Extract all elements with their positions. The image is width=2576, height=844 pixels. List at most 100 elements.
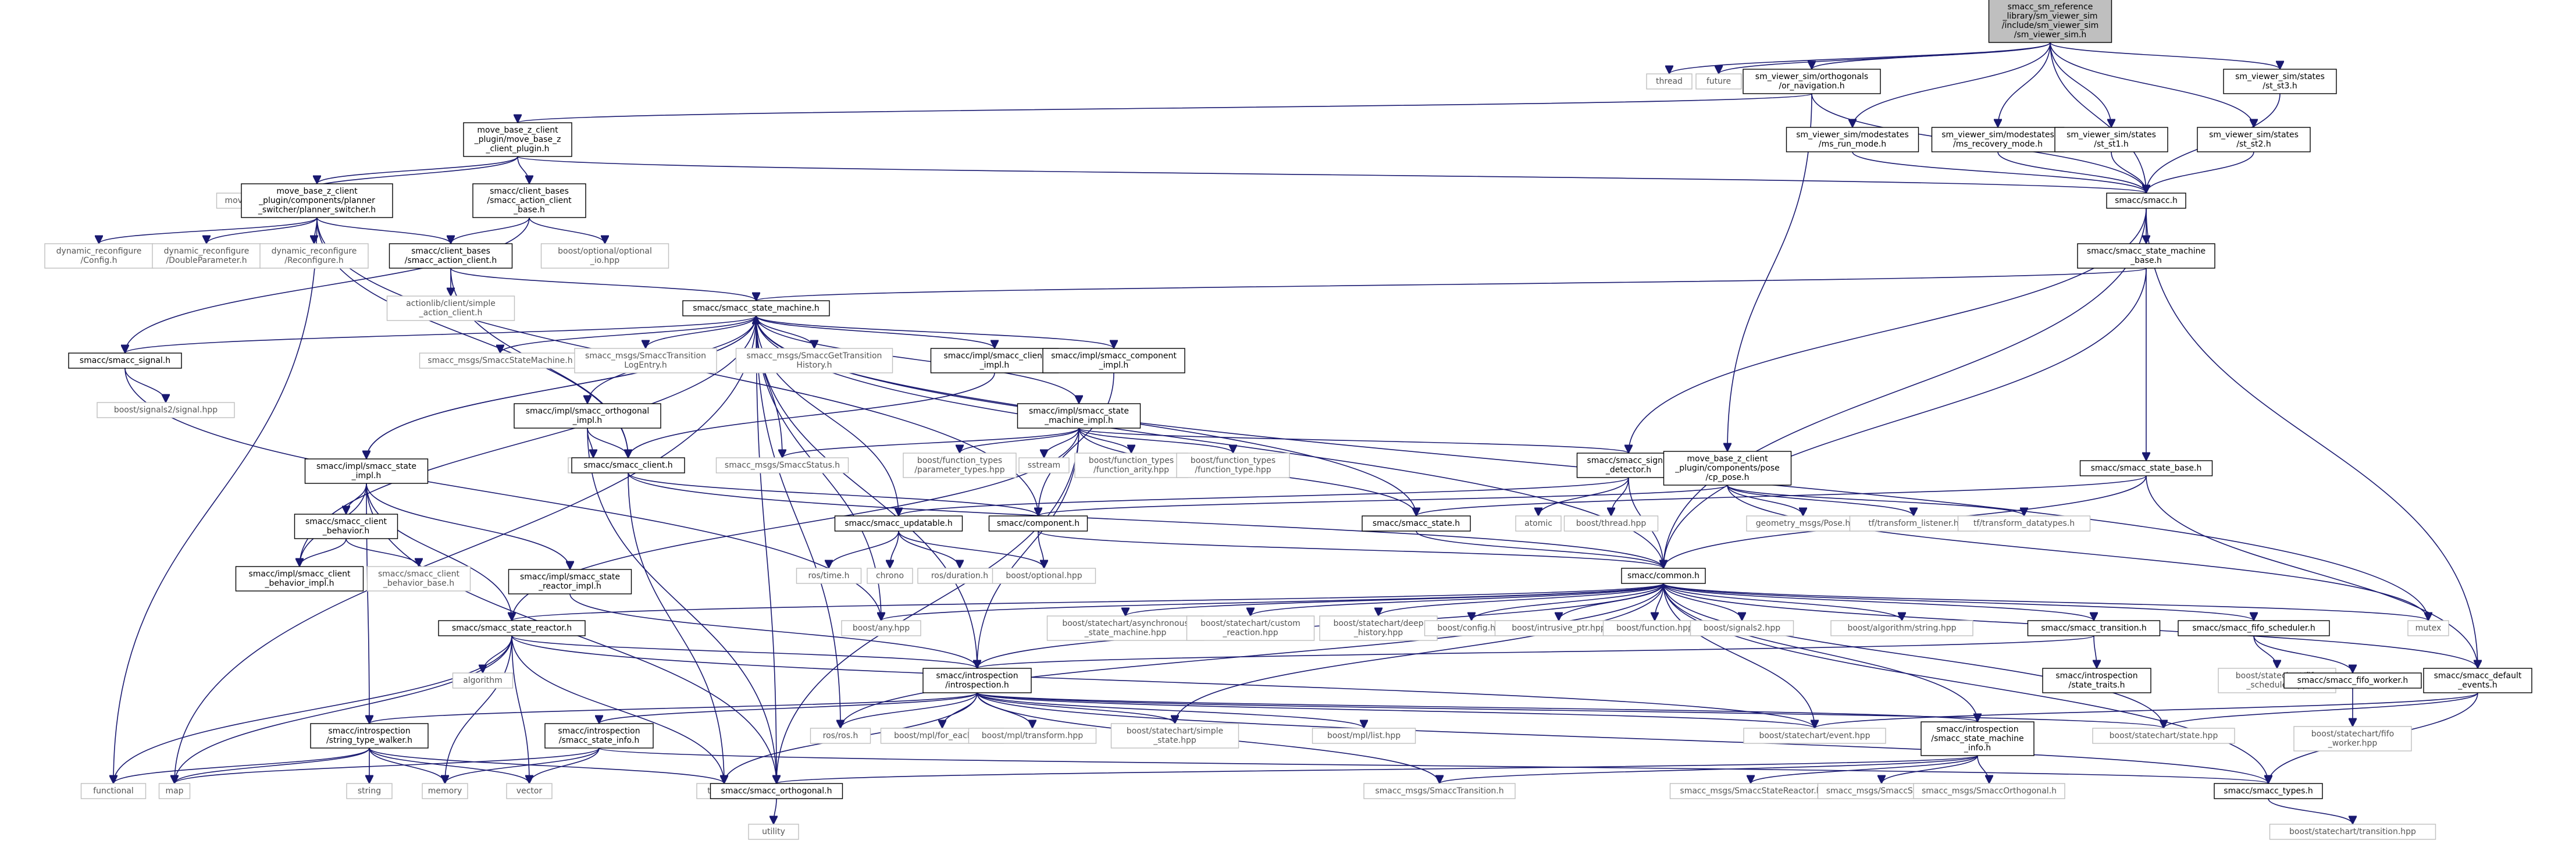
node-fifoworkerhpp[interactable]: boost/statechart/fifo_worker.hpp [2293, 726, 2412, 752]
node-statebase[interactable]: smacc/smacc_state_base.h [2079, 460, 2213, 476]
node-sstream[interactable]: sstream [1018, 457, 1070, 473]
node-thread[interactable]: thread [1646, 73, 1693, 90]
node-clientimpl[interactable]: smacc/impl/smacc_client_impl.h [930, 348, 1059, 373]
node-recmode[interactable]: sm_viewer_sim/modestates/ms_recovery_mod… [1931, 127, 2065, 152]
node-reactorimpl[interactable]: smacc/impl/smacc_state_reactor_impl.h [508, 569, 632, 594]
node-fnarity[interactable]: boost/function_types/function_arity.hpp [1074, 453, 1188, 478]
node-rosros[interactable]: ros/ros.h [810, 728, 871, 744]
node-statetraits[interactable]: smacc/introspection/state_traits.h [2042, 668, 2151, 693]
node-defevents[interactable]: smacc/smacc_default_events.h [2423, 668, 2532, 693]
node-fifosched[interactable]: smacc/smacc_fifo_scheduler.h [2178, 620, 2330, 636]
node-common[interactable]: smacc/common.h [1621, 568, 1706, 584]
node-orthimpl[interactable]: smacc/impl/smacc_orthogonal_impl.h [514, 403, 661, 429]
node-rostime[interactable]: ros/time.h [796, 568, 862, 584]
node-msgtransition[interactable]: smacc_msgs/SmaccTransition.h [1363, 783, 1516, 799]
node-algostring[interactable]: boost/algorithm/string.hpp [1830, 620, 1973, 636]
node-dyndouble[interactable]: dynamic_reconfigure/DoubleParameter.h [152, 243, 261, 269]
node-statehpp[interactable]: boost/statechart/state.hpp [2092, 728, 2235, 744]
node-signals2hpp[interactable]: boost/signals2.hpp [1690, 620, 1794, 636]
node-clientbases[interactable]: smacc/client_bases/smacc_action_client_b… [472, 183, 586, 218]
node-cppose[interactable]: move_base_z_client_plugin/components/pos… [1663, 451, 1792, 486]
node-st1[interactable]: sm_viewer_sim/states/st_st1.h [2054, 127, 2168, 152]
node-actionclient[interactable]: smacc/client_bases/smacc_action_client.h [389, 243, 513, 269]
node-mbzplugin[interactable]: move_base_z_client_plugin/move_base_z_cl… [463, 122, 572, 157]
node-boostany[interactable]: boost/any.hpp [841, 620, 921, 636]
node-root[interactable]: smacc_sm_reference_library/sm_viewer_sim… [1988, 0, 2112, 43]
node-reactor[interactable]: smacc/smacc_state_reactor.h [438, 620, 586, 636]
node-msgstatus[interactable]: smacc_msgs/SmaccStatus.h [715, 457, 849, 473]
node-future[interactable]: future [1695, 73, 1742, 90]
node-dynreconf[interactable]: dynamic_reconfigure/Reconfigure.h [259, 243, 369, 269]
node-tfdatatypes[interactable]: tf/transform_datatypes.h [1957, 515, 2091, 532]
node-fnparam[interactable]: boost/function_types/parameter_types.hpp [903, 453, 1017, 478]
node-box [1186, 615, 1315, 641]
node-memory[interactable]: memory [422, 783, 468, 799]
node-orthnav[interactable]: sm_viewer_sim/orthogonals/or_navigation.… [1743, 69, 1881, 94]
node-introspection[interactable]: smacc/introspection/introspection.h [922, 668, 1032, 693]
node-label-line: tf/transform_listener.h [1868, 519, 1958, 528]
node-runmode[interactable]: sm_viewer_sim/modestates/ms_run_mode.h [1786, 127, 1919, 152]
node-fifoworker[interactable]: smacc/smacc_fifo_worker.h [2283, 672, 2422, 689]
node-mpllist[interactable]: boost/mpl/list.hpp [1312, 728, 1416, 744]
node-clientbehimpl[interactable]: smacc/impl/smacc_client_behavior_impl.h [235, 566, 364, 592]
node-posestamped[interactable]: geometry_msgs/Pose.h [1746, 515, 1860, 532]
node-simplestate[interactable]: boost/statechart/simple_state.hpp [1110, 723, 1239, 749]
node-signal[interactable]: smacc/smacc_signal.h [68, 352, 182, 369]
node-atomic[interactable]: atomic [1515, 515, 1562, 532]
node-deephist[interactable]: boost/statechart/deep_history.hpp [1319, 615, 1438, 641]
node-signals2[interactable]: boost/signals2/signal.hpp [97, 402, 235, 418]
node-chrono[interactable]: chrono [867, 568, 913, 584]
node-fntype[interactable]: boost/function_types/function_type.hpp [1176, 453, 1290, 478]
node-rosduration[interactable]: ros/duration.h [917, 568, 1002, 584]
node-planswitch[interactable]: move_base_z_client_plugin/components/pla… [241, 183, 393, 218]
node-smi[interactable]: smacc/introspection/smacc_state_machine_… [1921, 721, 2035, 756]
node-utility[interactable]: utility [748, 824, 799, 840]
node-msgorth[interactable]: smacc_msgs/SmaccOrthogonal.h [1913, 783, 2065, 799]
node-client[interactable]: smacc/smacc_client.h [571, 457, 685, 473]
node-asyncsm[interactable]: boost/statechart/asynchronous_state_mach… [1046, 615, 1205, 641]
node-intrusive[interactable]: boost/intrusive_ptr.hpp [1494, 620, 1623, 636]
node-types[interactable]: smacc/smacc_types.h [2214, 783, 2323, 799]
node-stateimpl[interactable]: smacc/impl/smacc_state_impl.h [304, 458, 429, 484]
node-simpleaction[interactable]: actionlib/client/simple_action_client.h [386, 295, 515, 321]
node-label-line: sstream [1028, 461, 1060, 470]
node-st2[interactable]: sm_viewer_sim/states/st_st2.h [2197, 127, 2311, 152]
node-customreact[interactable]: boost/statechart/custom_reaction.hpp [1186, 615, 1315, 641]
node-stateinfo[interactable]: smacc/introspection/smacc_state_info.h [544, 723, 654, 749]
node-boostfunction[interactable]: boost/function.hpp [1602, 620, 1707, 636]
node-st3[interactable]: sm_viewer_sim/states/st_st3.h [2223, 69, 2337, 94]
node-updatable[interactable]: smacc/smacc_updatable.h [834, 515, 963, 532]
edge-smimpl-to-sigdetect [1078, 428, 1629, 454]
node-optional[interactable]: boost/optional.hpp [992, 568, 1096, 584]
node-boostthread[interactable]: boost/thread.hpp [1563, 515, 1659, 532]
node-compimpl[interactable]: smacc/impl/smacc_component_impl.h [1042, 348, 1185, 373]
node-mutex[interactable]: mutex [2407, 620, 2449, 636]
node-statemachine[interactable]: smacc/smacc_state_machine.h [682, 300, 830, 316]
node-vector[interactable]: vector [506, 783, 553, 799]
node-transhpp[interactable]: boost/statechart/transition.hpp [2269, 824, 2436, 840]
node-transition[interactable]: smacc/smacc_transition.h [2027, 620, 2161, 636]
node-functional[interactable]: functional [80, 783, 147, 799]
node-msgsm[interactable]: smacc_msgs/SmaccStateMachine.h [419, 352, 582, 369]
node-smacc_h[interactable]: smacc/smacc.h [2106, 193, 2186, 209]
node-transform[interactable]: boost/mpl/transform.hpp [968, 728, 1097, 744]
node-eventhpp[interactable]: boost/statechart/event.hpp [1743, 728, 1886, 744]
node-map[interactable]: map [158, 783, 191, 799]
node-typewalker[interactable]: smacc/introspection/string_type_walker.h [310, 723, 429, 749]
node-orthogonal[interactable]: smacc/smacc_orthogonal.h [710, 783, 843, 799]
node-msgreactor[interactable]: smacc_msgs/SmaccStateReactor.h [1669, 783, 1832, 799]
node-component[interactable]: smacc/component.h [988, 515, 1088, 532]
node-optionalio[interactable]: boost/optional/optional_io.hpp [540, 243, 669, 269]
node-label-line: smacc/smacc_state.h [1373, 519, 1460, 528]
node-state[interactable]: smacc/smacc_state.h [1362, 515, 1471, 532]
node-algorithm[interactable]: algorithm [452, 672, 514, 689]
edge-fifosched-to-fifoschedhpp [2253, 635, 2277, 669]
node-statemachbase[interactable]: smacc/smacc_state_machine_base.h [2077, 243, 2215, 269]
node-string[interactable]: string [346, 783, 393, 799]
node-clientbehbase[interactable]: smacc/smacc_client_behavior_base.h [366, 566, 471, 592]
node-dynconfig[interactable]: dynamic_reconfigure/Config.h [44, 243, 154, 269]
node-smimpl[interactable]: smacc/impl/smacc_state_machine_impl.h [1017, 403, 1141, 429]
node-clientbeh[interactable]: smacc/smacc_client_behavior.h [294, 514, 398, 539]
